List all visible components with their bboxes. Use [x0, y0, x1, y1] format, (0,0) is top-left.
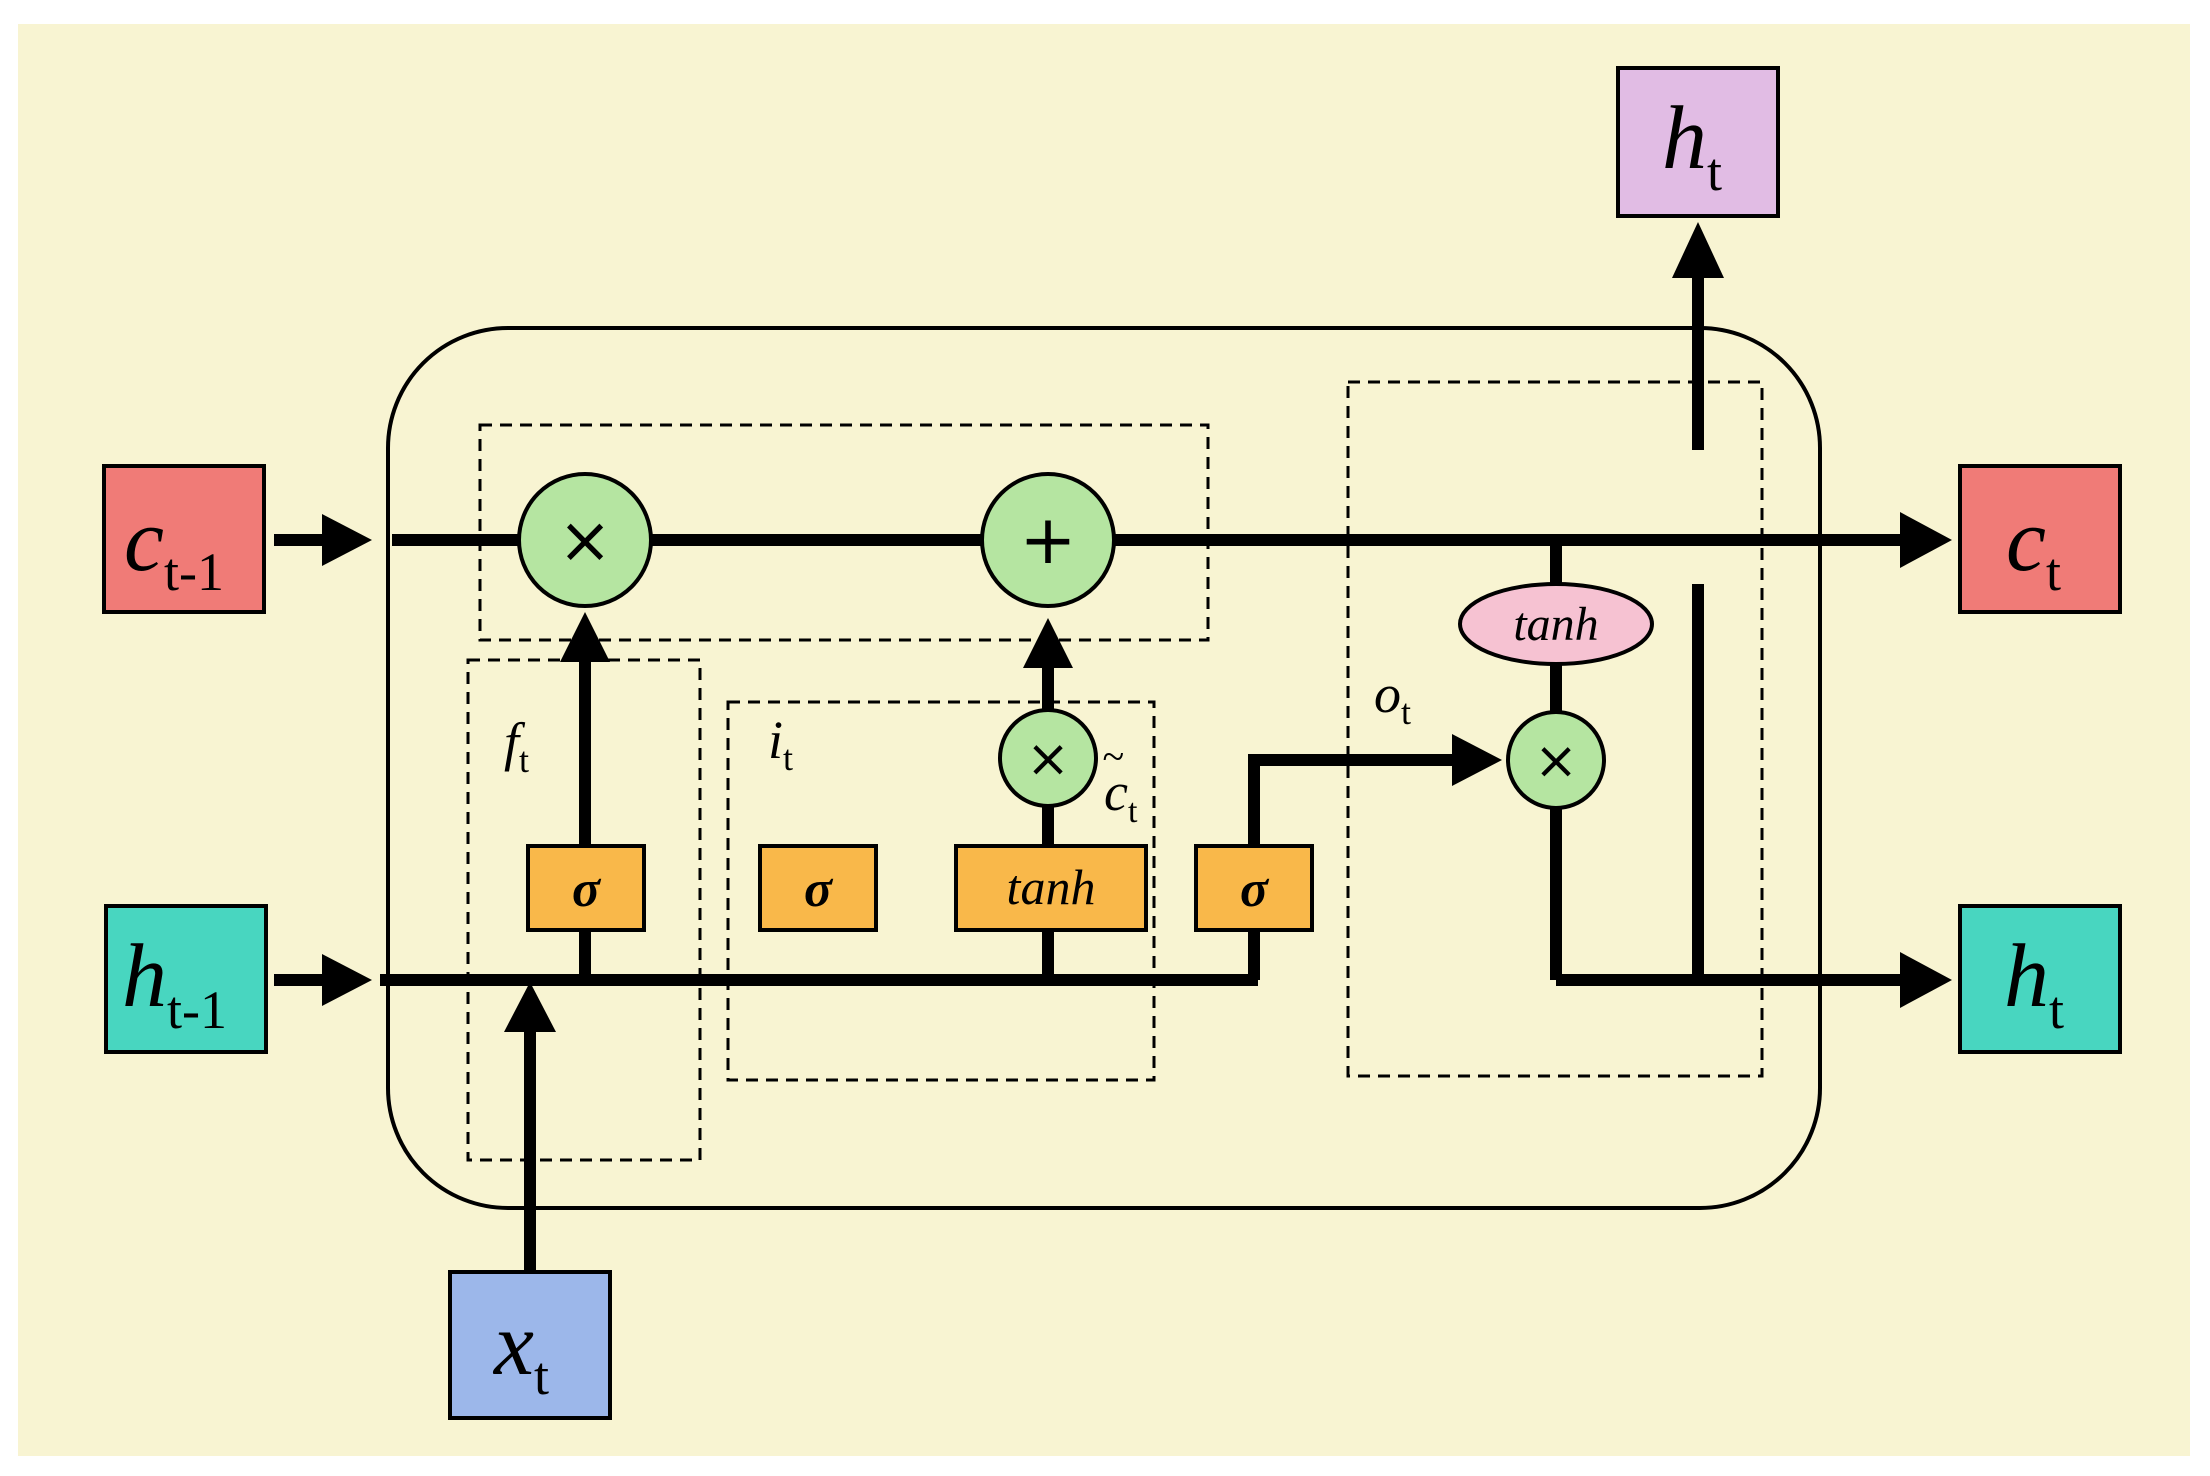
candidate-label: ~ ct — [1102, 734, 1138, 830]
forget-sigma-box: σ — [526, 844, 646, 932]
svg-text:ct: ct — [1104, 762, 1138, 830]
h-prev-arrowhead — [322, 954, 372, 1006]
svg-text:σ: σ — [1240, 861, 1270, 918]
svg-text:σ: σ — [572, 861, 602, 918]
h-prev-box: ht-1 — [104, 904, 268, 1054]
add-node: + — [980, 472, 1116, 608]
c-prev-arrowhead — [322, 514, 372, 566]
multiply-output-node: × — [1506, 710, 1606, 810]
svg-text:ht-1: ht-1 — [122, 927, 227, 1040]
multiply-forget-node: × — [517, 472, 653, 608]
svg-text:tanh: tanh — [1513, 598, 1598, 651]
svg-text:ct-1: ct-1 — [124, 491, 224, 602]
multiply-input-node: × — [998, 708, 1098, 808]
c-t-arrowhead — [1900, 512, 1952, 568]
h-t-box: ht — [1958, 904, 2122, 1054]
svg-text:xt: xt — [492, 1295, 549, 1406]
forget-gate-region — [466, 658, 702, 1162]
output-gate-label: ot — [1374, 664, 1411, 732]
input-arrowhead — [1023, 618, 1073, 668]
svg-text:tanh: tanh — [1007, 859, 1096, 915]
output-gate-arrowhead — [1452, 734, 1502, 786]
h-t-arrowhead — [1900, 952, 1952, 1008]
svg-text:~: ~ — [1102, 734, 1124, 779]
input-gate-label: it — [768, 710, 793, 778]
svg-text:ct: ct — [2006, 491, 2061, 602]
x-t-box: xt — [448, 1270, 612, 1420]
svg-text:ht: ht — [2004, 927, 2064, 1040]
x-t-arrowhead — [504, 982, 556, 1032]
arrowheads — [322, 222, 1952, 1032]
h-top-arrowhead — [1672, 222, 1724, 278]
forget-arrowhead — [560, 612, 610, 662]
candidate-tanh-box: tanh — [954, 844, 1148, 932]
output-gate-region — [1346, 380, 1764, 1078]
plus-icon: + — [1020, 501, 1077, 580]
diagram-background — [18, 24, 2190, 1456]
multiply-icon: × — [1534, 731, 1578, 791]
h-t-top-box: ht — [1616, 66, 1780, 218]
c-prev-box: ct-1 — [102, 464, 266, 614]
multiply-icon: × — [558, 504, 612, 578]
cell-tanh-node: tanh — [1458, 582, 1654, 666]
output-sigma-box: σ — [1194, 844, 1314, 932]
svg-text:σ: σ — [804, 861, 834, 918]
c-t-box: ct — [1958, 464, 2122, 614]
cell-update-region — [478, 423, 1210, 642]
svg-text:ht: ht — [1662, 89, 1722, 202]
multiply-icon: × — [1026, 729, 1070, 789]
input-sigma-box: σ — [758, 844, 878, 932]
lstm-cell-border — [386, 326, 1822, 1210]
